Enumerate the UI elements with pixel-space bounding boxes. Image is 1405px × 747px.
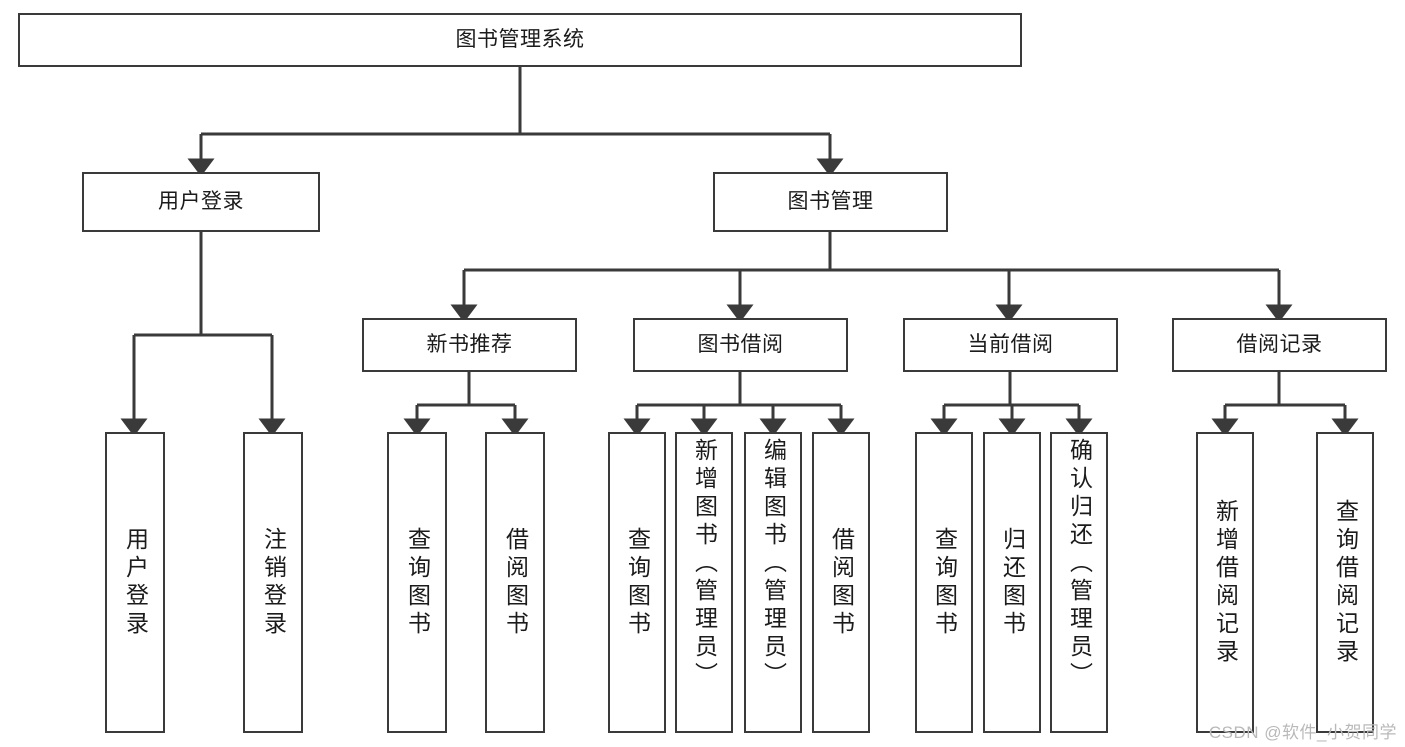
node-label-leaf-return-book: 归还图书 [999,526,1026,639]
node-new-book-recommend[interactable]: 新书推荐 [362,318,577,372]
node-leaf-borrow-book[interactable]: 借阅图书 [812,432,870,733]
edge-group [120,67,1359,437]
node-leaf-query-book-cur[interactable]: 查询图书 [915,432,973,733]
node-book-manage[interactable]: 图书管理 [713,172,948,232]
node-leaf-edit-book[interactable]: 编辑图书（管理员） [744,432,802,733]
node-label-current-borrow: 当前借阅 [967,333,1054,357]
node-label-user-login: 用户登录 [158,190,244,214]
node-label-new-book-recommend: 新书推荐 [426,333,513,357]
node-label-book-manage: 图书管理 [787,190,874,214]
node-borrow-record[interactable]: 借阅记录 [1172,318,1387,372]
node-label-leaf-query-record: 查询借阅记录 [1332,498,1359,667]
node-label-leaf-query-book-rec: 查询图书 [404,526,431,639]
node-label-leaf-borrow-book-rec: 借阅图书 [502,526,529,639]
node-label-leaf-confirm-return: 确认归还（管理员） [1066,438,1093,690]
node-leaf-return-book[interactable]: 归还图书 [983,432,1041,733]
node-leaf-query-book-rec[interactable]: 查询图书 [387,432,447,733]
watermark-text: CSDN @软件_小贺同学 [1208,723,1397,742]
node-leaf-logout[interactable]: 注销登录 [243,432,303,733]
node-current-borrow[interactable]: 当前借阅 [903,318,1118,372]
node-label-leaf-user-login: 用户登录 [122,526,149,639]
node-user-login[interactable]: 用户登录 [82,172,320,232]
node-leaf-borrow-book-rec[interactable]: 借阅图书 [485,432,545,733]
node-leaf-add-record[interactable]: 新增借阅记录 [1196,432,1254,733]
node-label-leaf-query-book-cur: 查询图书 [931,526,958,639]
node-book-borrow[interactable]: 图书借阅 [633,318,848,372]
node-leaf-confirm-return[interactable]: 确认归还（管理员） [1050,432,1108,733]
node-label-leaf-borrow-book: 借阅图书 [828,526,855,639]
node-label-leaf-edit-book: 编辑图书（管理员） [760,438,787,690]
node-root[interactable]: 图书管理系统 [18,13,1022,67]
node-label-leaf-add-book: 新增图书（管理员） [691,438,718,690]
node-label-book-borrow: 图书借阅 [697,333,784,357]
node-label-leaf-query-book: 查询图书 [624,526,651,639]
node-leaf-add-book[interactable]: 新增图书（管理员） [675,432,733,733]
node-label-root: 图书管理系统 [455,28,585,52]
node-leaf-user-login[interactable]: 用户登录 [105,432,165,733]
node-label-borrow-record: 借阅记录 [1236,333,1323,357]
node-leaf-query-record[interactable]: 查询借阅记录 [1316,432,1374,733]
node-label-leaf-logout: 注销登录 [260,526,287,639]
node-leaf-query-book[interactable]: 查询图书 [608,432,666,733]
node-label-leaf-add-record: 新增借阅记录 [1212,498,1239,667]
